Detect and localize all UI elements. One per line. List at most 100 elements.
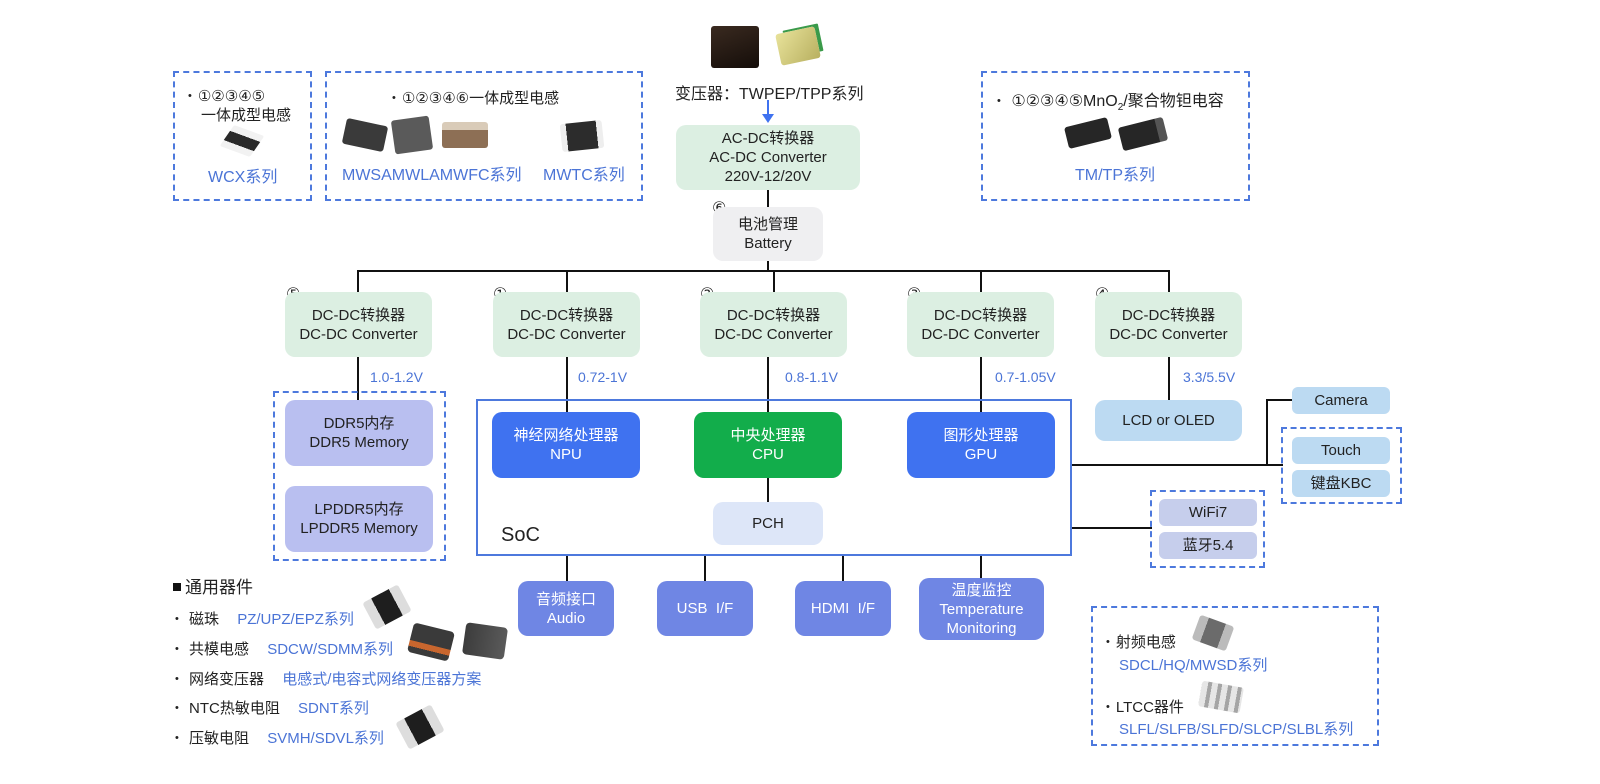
bus-drop xyxy=(357,270,359,292)
acdc-line1: AC-DC转换器 xyxy=(721,130,815,147)
connector xyxy=(357,357,359,401)
connector xyxy=(704,556,706,581)
general-item-name: 共模电感 xyxy=(189,641,250,658)
general-item: 压敏电阻 SVMH/SDVL系列 xyxy=(175,727,384,748)
rf-series-2: SLFL/SLFB/SLFD/SLCP/SLBL系列 xyxy=(1119,721,1354,738)
wcx-panel xyxy=(173,71,312,201)
gpu-box: 图形处理器 GPU xyxy=(907,412,1055,478)
general-item-series: SVMH/SDVL系列 xyxy=(267,730,384,747)
gpu-line2: GPU xyxy=(964,446,998,463)
connector xyxy=(1072,464,1283,466)
rf-panel xyxy=(1091,606,1379,746)
input-group xyxy=(1281,427,1402,504)
usb-box: USB I/F xyxy=(657,581,753,636)
common-mode-choke-icon xyxy=(406,622,456,662)
bus-drop xyxy=(1168,270,1170,292)
bus-drop xyxy=(566,270,568,292)
wcx-title-line1: ①②③④⑤ xyxy=(188,87,265,105)
dcdc-line2: DC-DC Converter xyxy=(299,325,418,343)
memory-line2: LPDDR5 Memory xyxy=(300,520,418,537)
lpddr5-memory-box: LPDDR5内存 LPDDR5 Memory xyxy=(285,486,433,552)
cpu-line2: CPU xyxy=(752,446,784,463)
tantalum-panel xyxy=(981,71,1250,201)
mws-series-2: MWTC系列 xyxy=(543,167,625,184)
io-line3: Monitoring xyxy=(946,619,1017,637)
dcdc-line2: DC-DC Converter xyxy=(1109,325,1228,343)
cpu-box: 中央处理器 CPU xyxy=(694,412,842,478)
common-mode-choke-icon xyxy=(461,622,509,660)
transformer-black-icon xyxy=(711,26,759,68)
general-item-name: 磁珠 xyxy=(189,611,220,628)
dcdc-line2: DC-DC Converter xyxy=(714,325,833,343)
dcdc-line1: DC-DC转换器 xyxy=(1121,306,1216,324)
voltage-label: 1.0-1.2V xyxy=(370,369,423,385)
memory-line1: DDR5内存 xyxy=(323,415,395,432)
inductor-wound-icon xyxy=(442,122,488,148)
transformer-label: 变压器：TWPEP/TPP系列 xyxy=(675,86,864,103)
wifi-box: WiFi7 xyxy=(1159,499,1257,526)
mws-title: ①②③④⑥一体成型电感 xyxy=(392,87,559,108)
dcdc-line1: DC-DC转换器 xyxy=(519,306,614,324)
battery-box: 电池管理 Battery xyxy=(713,207,823,261)
temperature-box: 温度监控 Temperature Monitoring xyxy=(919,578,1044,640)
ferrite-bead-icon xyxy=(362,584,412,630)
npu-line2: NPU xyxy=(550,446,582,463)
soc-label: SoC xyxy=(501,524,540,546)
soc-frame xyxy=(476,399,1072,556)
memory-line2: DDR5 Memory xyxy=(309,434,409,451)
display-label: LCD or OLED xyxy=(1122,412,1215,429)
dcdc-line2: DC-DC Converter xyxy=(921,325,1040,343)
dcdc-converter-5: DC-DC转换器 DC-DC Converter xyxy=(285,292,432,357)
io-line2: Temperature xyxy=(939,600,1024,618)
connector xyxy=(566,556,568,581)
bluetooth-box: 蓝牙5.4 xyxy=(1159,532,1257,559)
acdc-converter-box: AC-DC转换器 AC-DC Converter 220V-12/20V xyxy=(676,125,860,190)
connector xyxy=(1072,527,1152,529)
cpu-line1: 中央处理器 xyxy=(730,427,806,444)
wcx-title-line2: 一体成型电感 xyxy=(201,107,292,124)
keyboard-label: 键盘KBC xyxy=(1310,475,1372,492)
general-item-name: NTC热敏电阻 xyxy=(189,700,280,717)
npu-box: 神经网络处理器 NPU xyxy=(492,412,640,478)
tantalum-title-sub: 2 xyxy=(1117,102,1124,114)
dcdc-line1: DC-DC转换器 xyxy=(311,306,406,324)
gpu-line1: 图形处理器 xyxy=(943,427,1019,444)
bus-drop xyxy=(980,270,982,292)
voltage-label: 0.8-1.1V xyxy=(785,369,838,385)
general-item: NTC热敏电阻 SDNT系列 xyxy=(175,697,369,718)
rf-series-1: SDCL/HQ/MWSD系列 xyxy=(1119,657,1268,674)
tantalum-series: TM/TP系列 xyxy=(1075,167,1155,184)
dcdc-converter-2: DC-DC转换器 DC-DC Converter xyxy=(700,292,847,357)
general-item-series: PZ/UPZ/EPZ系列 xyxy=(237,611,354,628)
hdmi-box: HDMI I/F xyxy=(795,581,891,636)
io-line1: HDMI I/F xyxy=(810,600,876,617)
mws-panel xyxy=(325,71,643,201)
audio-box: 音频接口 Audio xyxy=(518,581,614,636)
general-item-name: 网络变压器 xyxy=(189,671,265,688)
general-title: 通用器件 xyxy=(173,573,253,598)
connector xyxy=(1266,399,1268,465)
dcdc-converter-4: DC-DC转换器 DC-DC Converter xyxy=(1095,292,1242,357)
acdc-line3: 220V-12/20V xyxy=(724,168,812,185)
io-line1: USB I/F xyxy=(676,600,734,617)
connector xyxy=(767,478,769,502)
dcdc-converter-3: DC-DC转换器 DC-DC Converter xyxy=(907,292,1054,357)
dcdc-converter-1: DC-DC转换器 DC-DC Converter xyxy=(493,292,640,357)
connector xyxy=(980,357,982,412)
acdc-line2: AC-DC Converter xyxy=(709,149,827,166)
bluetooth-label: 蓝牙5.4 xyxy=(1182,537,1234,554)
voltage-label: 0.7-1.05V xyxy=(995,369,1056,385)
power-bus xyxy=(357,270,1170,272)
dcdc-line1: DC-DC转换器 xyxy=(726,306,821,324)
wifi-label: WiFi7 xyxy=(1188,504,1228,521)
memory-line1: LPDDR5内存 xyxy=(314,501,404,518)
general-item-series: 电感式/电容式网络变压器方案 xyxy=(282,671,482,688)
bus-drop xyxy=(773,270,775,292)
general-title-text: 通用器件 xyxy=(185,578,253,597)
dcdc-line1: DC-DC转换器 xyxy=(933,306,1028,324)
io-line1: 音频接口 xyxy=(535,590,596,608)
general-item: 网络变压器 电感式/电容式网络变压器方案 xyxy=(175,668,481,689)
io-line2: Audio xyxy=(546,609,586,627)
battery-line1: 电池管理 xyxy=(737,216,798,233)
rf-item-1: 射频电感 xyxy=(1106,631,1176,652)
